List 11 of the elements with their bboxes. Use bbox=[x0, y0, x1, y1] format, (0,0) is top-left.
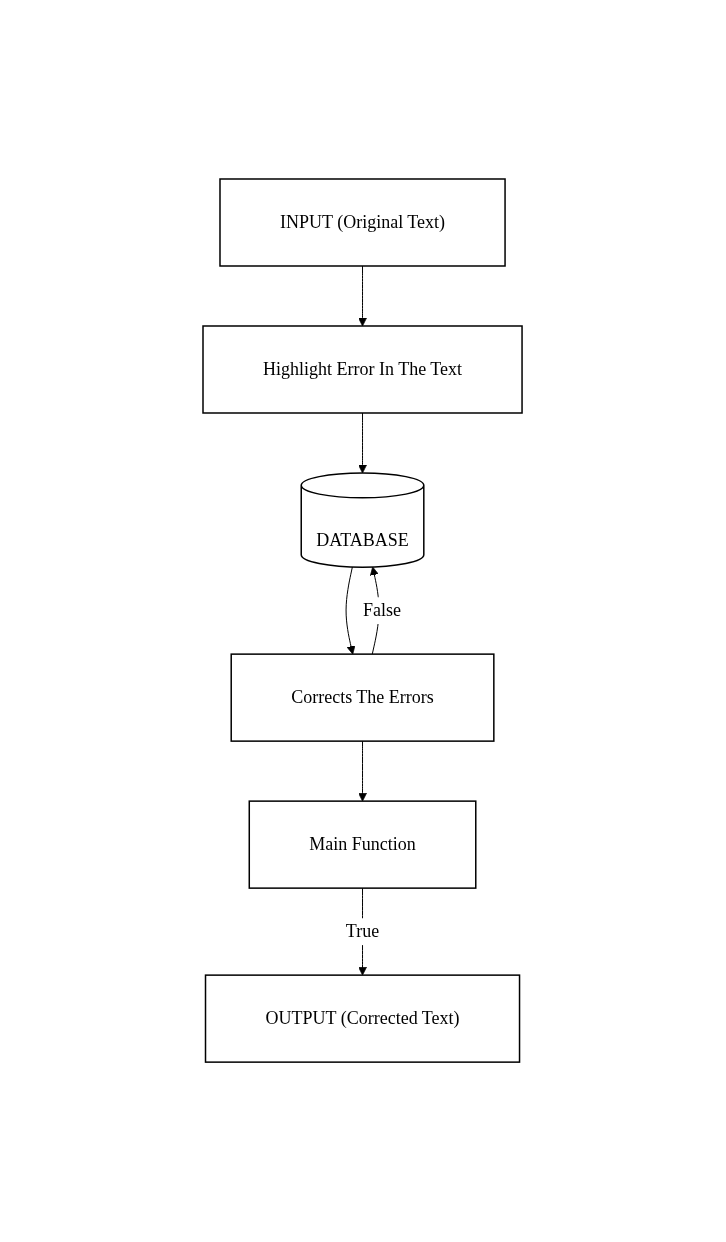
node-box: Highlight Error In The Text bbox=[202, 325, 524, 415]
node-box: INPUT (Original Text) bbox=[219, 178, 507, 268]
edge-label: False bbox=[363, 600, 402, 621]
arrow bbox=[358, 265, 368, 327]
edge-label: True bbox=[346, 921, 380, 942]
arrow bbox=[358, 741, 368, 802]
node-box: Main Function bbox=[249, 800, 477, 890]
node-box: Corrects The Errors bbox=[230, 653, 496, 743]
arrow bbox=[358, 412, 368, 474]
arrow bbox=[346, 566, 356, 655]
node-box: OUTPUT (Corrected Text) bbox=[205, 974, 521, 1064]
